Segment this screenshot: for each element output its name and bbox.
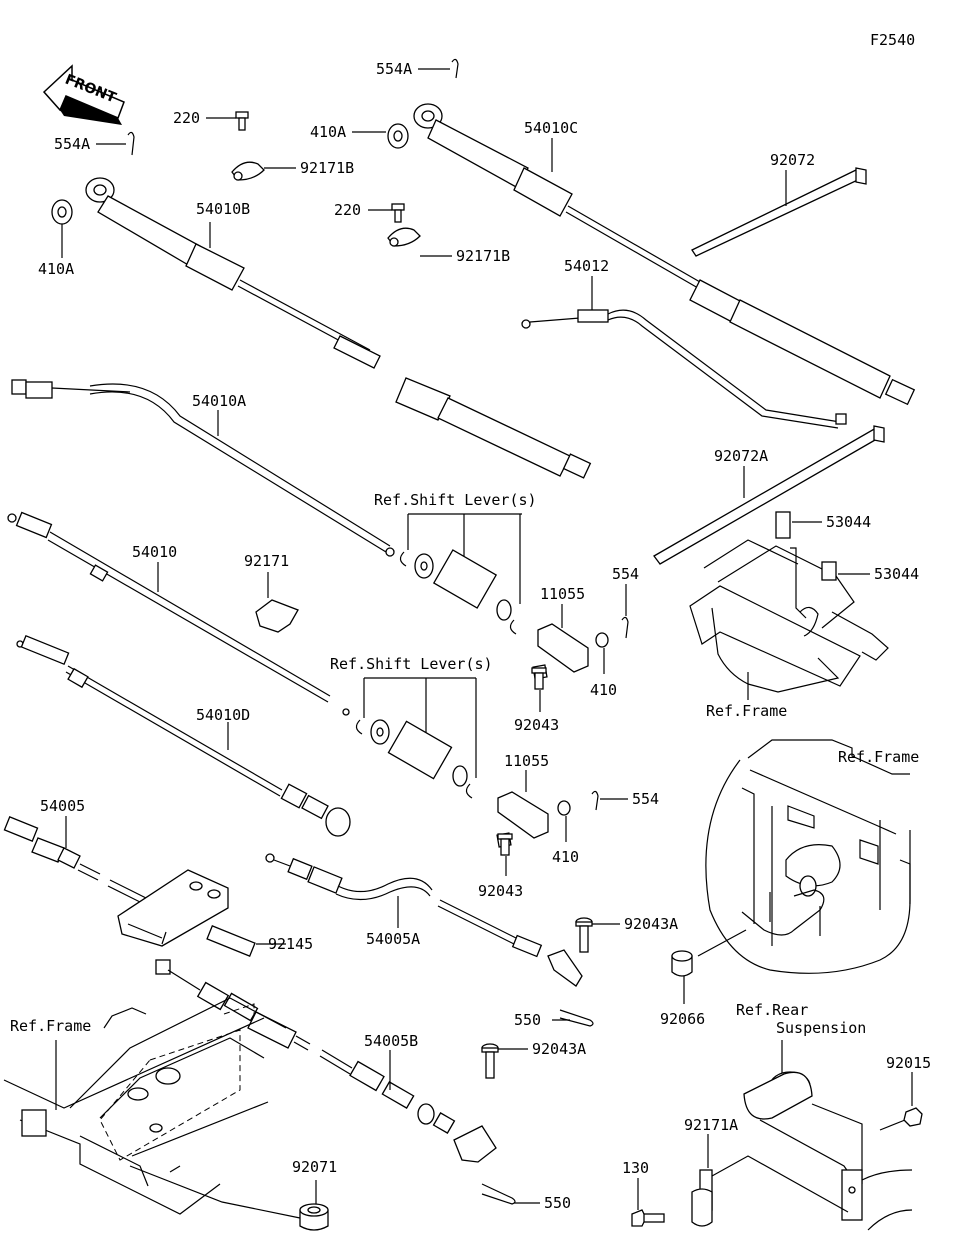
label-92072: 92072 xyxy=(770,151,815,169)
label-54010: 54010 xyxy=(132,543,177,561)
pin-550-a xyxy=(552,1009,594,1027)
frame-ref-lower xyxy=(3,997,301,1219)
front-arrow-icon: FRONT xyxy=(42,64,125,125)
diagram-code: F2540 xyxy=(870,31,915,49)
clamp-92171A xyxy=(691,1134,849,1227)
label-92072A: 92072A xyxy=(714,447,768,465)
label-554A-left: 554A xyxy=(54,135,90,153)
cable-54010D xyxy=(16,634,351,837)
part-554-b xyxy=(591,790,628,811)
label-11055-a: 11055 xyxy=(540,585,585,603)
label-54005B: 54005B xyxy=(364,1032,418,1050)
washer-410-a xyxy=(595,632,609,674)
label-554A-top: 554A xyxy=(376,60,412,78)
pin-92043A-b xyxy=(481,1043,528,1079)
label-92043A-a: 92043A xyxy=(624,915,678,933)
nut-92015 xyxy=(903,1072,923,1127)
ref-shift-lever-2: Ref.Shift Lever(s) xyxy=(330,655,493,673)
label-550-a: 550 xyxy=(514,1011,541,1029)
cable-54010C xyxy=(413,103,916,406)
label-92171B-b: 92171B xyxy=(456,247,510,265)
label-53044-a: 53044 xyxy=(826,513,871,531)
pin-92043-a xyxy=(531,667,547,712)
label-410A-a: 410A xyxy=(310,123,346,141)
cable-54005A xyxy=(265,853,583,987)
label-554-a: 554 xyxy=(612,565,639,583)
label-11055-b: 11055 xyxy=(504,752,549,770)
cap-92066 xyxy=(671,950,693,1004)
cable-54010A xyxy=(11,379,395,557)
label-92043A-b: 92043A xyxy=(532,1040,586,1058)
part-220-b xyxy=(368,203,405,223)
label-92015: 92015 xyxy=(886,1054,931,1072)
label-410-a: 410 xyxy=(590,681,617,699)
part-554A-top xyxy=(418,58,459,79)
label-550-b: 550 xyxy=(544,1194,571,1212)
label-92071: 92071 xyxy=(292,1158,337,1176)
part-554-a xyxy=(621,584,629,639)
label-410-b: 410 xyxy=(552,848,579,866)
ref-rear-suspension-1: Ref.Rear xyxy=(736,1001,808,1019)
label-54010D: 54010D xyxy=(196,706,250,724)
label-54005A: 54005A xyxy=(366,930,420,948)
guide-92071 xyxy=(299,1180,329,1231)
label-54010C: 54010C xyxy=(524,119,578,137)
label-92171: 92171 xyxy=(244,552,289,570)
cable-54012 xyxy=(521,276,847,429)
ref-rear-suspension-2: Suspension xyxy=(776,1019,866,1037)
label-54012: 54012 xyxy=(564,257,609,275)
washer-410-b xyxy=(557,800,571,842)
label-54010A: 54010A xyxy=(192,392,246,410)
label-92043-a: 92043 xyxy=(514,716,559,734)
label-92171B-a: 92171B xyxy=(300,159,354,177)
label-92043-b: 92043 xyxy=(478,882,523,900)
pin-92043A-a xyxy=(575,917,620,953)
label-92066: 92066 xyxy=(660,1010,705,1028)
tie-92072A xyxy=(653,425,885,565)
label-220-a: 220 xyxy=(173,109,200,127)
tie-92072 xyxy=(691,167,867,257)
shift-lever-parts-2 xyxy=(355,677,477,799)
part-220-a xyxy=(206,111,249,131)
part-410A-a xyxy=(352,123,409,149)
clip-92171 xyxy=(255,572,299,633)
suspension-ref xyxy=(743,1040,913,1231)
label-92171A: 92171A xyxy=(684,1116,738,1134)
label-53044-b: 53044 xyxy=(874,565,919,583)
part-92171B-a xyxy=(231,161,296,181)
cable-54010 xyxy=(7,511,350,716)
part-410A-b xyxy=(51,199,73,258)
cable-54005 xyxy=(3,816,229,947)
label-54005: 54005 xyxy=(40,797,85,815)
spring-92145 xyxy=(206,925,286,957)
cable-54005B xyxy=(155,959,497,1163)
label-130: 130 xyxy=(622,1159,649,1177)
label-554-b: 554 xyxy=(632,790,659,808)
frame-ref-upper xyxy=(689,511,889,700)
ref-shift-lever-1: Ref.Shift Lever(s) xyxy=(374,491,537,509)
label-54010B: 54010B xyxy=(196,200,250,218)
bolt-130 xyxy=(631,1178,665,1227)
ref-frame-2: Ref.Frame xyxy=(838,748,919,766)
shift-lever-parts-1 xyxy=(399,513,522,635)
pin-550-b xyxy=(481,1183,540,1205)
pin-92043-b xyxy=(497,833,513,876)
label-410A-b: 410A xyxy=(38,260,74,278)
label-220-b: 220 xyxy=(334,201,361,219)
part-554A-left xyxy=(96,131,135,156)
part-92171B-b xyxy=(387,227,452,257)
ref-frame-3: Ref.Frame xyxy=(10,1017,91,1035)
cable-54010B xyxy=(85,177,592,479)
label-92145: 92145 xyxy=(268,935,313,953)
frame-ref-middle xyxy=(697,739,911,974)
ref-frame-1: Ref.Frame xyxy=(706,702,787,720)
